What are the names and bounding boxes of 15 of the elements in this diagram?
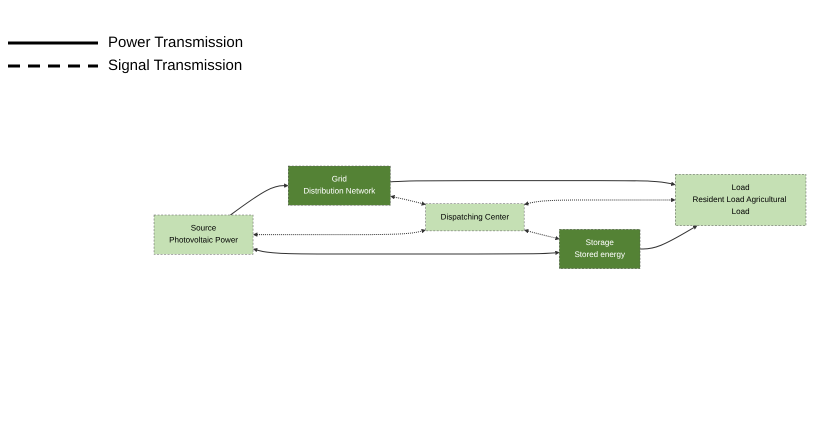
legend-text: Power Transmission (108, 34, 244, 51)
arrow (230, 184, 288, 216)
node-box: Grid Distribution Network (288, 166, 391, 206)
node-box: Storage Stored energy (559, 229, 640, 270)
arrow (390, 195, 426, 206)
arrow (390, 180, 676, 186)
arrow (253, 229, 426, 238)
arrow (253, 248, 560, 256)
node-box: Dispatching Center (425, 204, 524, 232)
arrow (524, 229, 560, 240)
arrow (524, 198, 676, 206)
node-box: Source Photovoltaic Power (154, 214, 254, 255)
arrow (640, 226, 698, 250)
legend-text: Signal Transmission (108, 57, 242, 74)
node-box: Load Resident Load Agricultural Load (675, 174, 806, 226)
